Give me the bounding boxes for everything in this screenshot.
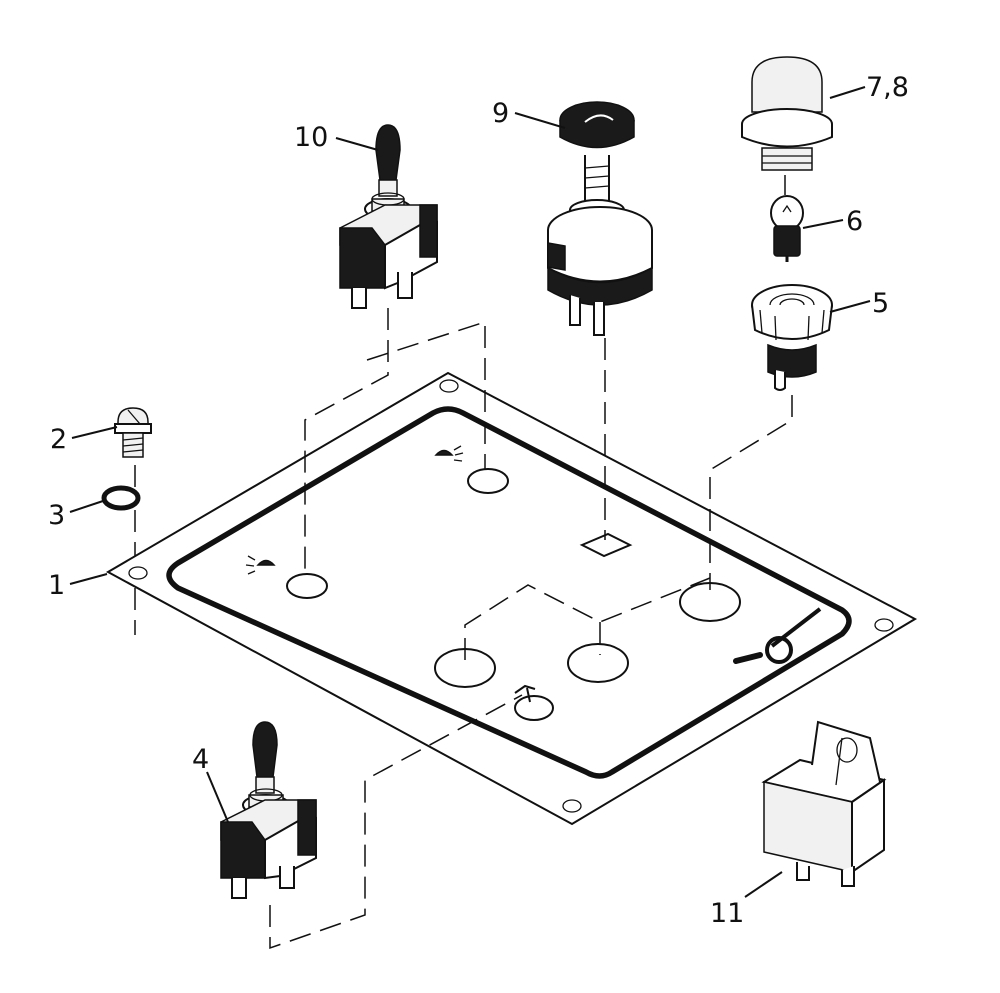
rotary-switch [547, 101, 653, 336]
corner-hole-right [874, 618, 894, 632]
corner-hole-left [128, 566, 148, 580]
callout-11: 11 [710, 898, 744, 929]
callout-4: 4 [192, 744, 209, 775]
toggle-switch-bottom [220, 721, 317, 899]
wiper-symbol-icon [733, 607, 822, 664]
corner-hole-bottom [562, 799, 582, 813]
callout-7-8: 7,8 [866, 72, 909, 103]
lamp-holder [751, 284, 833, 391]
panel-plate [105, 371, 918, 826]
callout-3: 3 [48, 500, 65, 531]
callout-labels: 1 2 3 4 5 6 7,8 9 10 11 [48, 72, 909, 929]
callout-2: 2 [50, 424, 67, 455]
relay-part [761, 720, 887, 887]
bulb-part [770, 195, 804, 262]
callout-5: 5 [872, 288, 889, 319]
screw-part [114, 407, 152, 458]
callout-10: 10 [294, 122, 328, 153]
leader-lines [69, 86, 871, 898]
toggle-switch-top [339, 124, 438, 309]
panel-gasket-outline [166, 406, 852, 779]
key-symbol-icon [514, 684, 536, 703]
relay-hole-right [567, 643, 629, 683]
switch-hole-left [286, 573, 328, 599]
switch-hole-top [467, 468, 509, 494]
sidelight-symbol-icon [245, 555, 276, 575]
corner-hole-top [439, 379, 459, 393]
square-mount-hole [579, 532, 633, 558]
assembly-lines [134, 175, 793, 950]
callout-6: 6 [846, 206, 863, 237]
lamp-lens-cap [741, 56, 833, 171]
callout-9: 9 [492, 98, 509, 129]
small-hole [514, 695, 554, 721]
headlight-symbol-icon [434, 445, 464, 462]
callout-1: 1 [48, 570, 65, 601]
washer-part [101, 485, 141, 511]
